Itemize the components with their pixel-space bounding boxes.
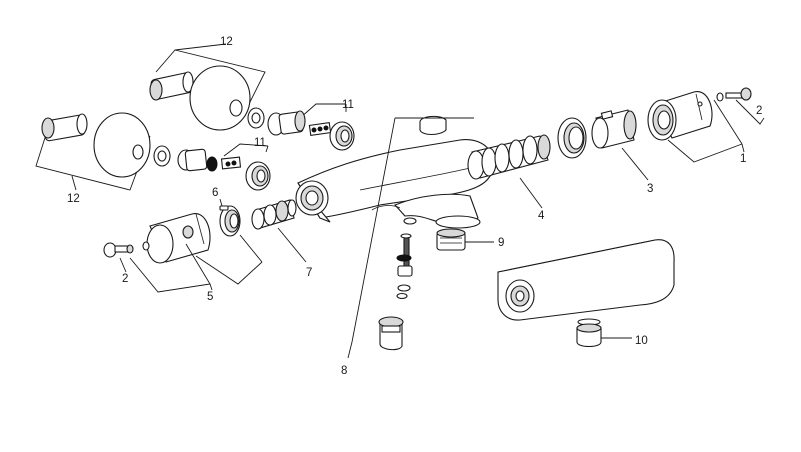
- check-valve-group-mid-11: [177, 143, 271, 191]
- escutcheon-group-left-12: [35, 112, 171, 191]
- screw-right-2: [716, 87, 752, 102]
- handle-right-1: [647, 91, 713, 141]
- leaders-right: [667, 99, 765, 163]
- ring-nut: [557, 117, 587, 159]
- callout-9: 9: [498, 237, 504, 249]
- callout-2-right: 2: [756, 105, 762, 117]
- cartridge-7: [251, 199, 307, 263]
- callout-11-top: 11: [342, 99, 354, 111]
- callout-12-left: 12: [67, 193, 80, 205]
- adapter-3: [591, 109, 649, 181]
- callout-7: 7: [306, 267, 312, 279]
- screw-left-2: [103, 241, 150, 258]
- callout-8: 8: [341, 365, 347, 377]
- check-valve-group-top-11: [267, 103, 355, 151]
- ring-6: [219, 198, 241, 237]
- diverter-assembly: [347, 117, 474, 359]
- spout-10: [497, 239, 675, 348]
- callout-12-top: 12: [220, 36, 233, 48]
- cartridge-4: [467, 134, 551, 209]
- handle-left-5: [146, 213, 211, 264]
- callout-2-left: 2: [122, 273, 128, 285]
- callout-6: 6: [212, 187, 218, 199]
- callout-3: 3: [647, 183, 653, 195]
- escutcheon-group-top-12: [149, 43, 266, 131]
- callout-5: 5: [207, 291, 213, 303]
- callout-11-mid: 11: [254, 137, 266, 149]
- faucet-body: [295, 115, 493, 229]
- leaders-left: [119, 234, 263, 293]
- callout-1: 1: [740, 153, 746, 165]
- aerator-9: [436, 228, 494, 251]
- callout-10: 10: [635, 335, 648, 347]
- callout-4: 4: [538, 210, 545, 222]
- callout-labels: 1 2 2 3 4 5 6 7 8 9 10 11 11 12 12: [67, 36, 762, 377]
